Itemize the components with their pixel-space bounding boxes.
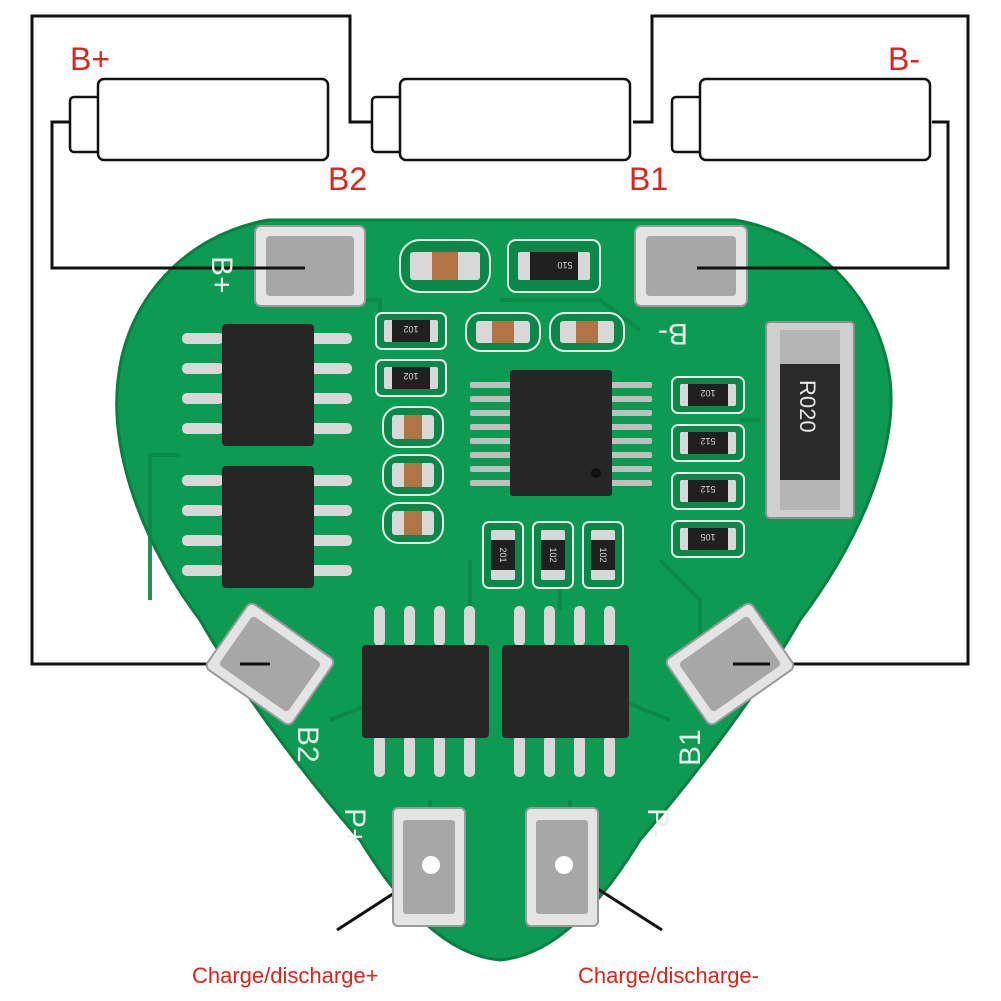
label-b2: B2	[328, 161, 367, 197]
label-b-plus: B+	[70, 41, 110, 77]
wire-b2-left	[30, 14, 372, 666]
pad-b-plus	[254, 225, 366, 307]
wire-b-minus	[697, 120, 950, 270]
battery-right	[670, 77, 932, 162]
pad-b1	[665, 602, 795, 726]
resistor-r9-label: 102	[598, 547, 608, 562]
resistor-r6-label: 105	[700, 532, 715, 542]
resistor-r5-label: 512	[700, 484, 715, 494]
resistor-r1-label: 102	[403, 324, 418, 334]
capacitor-top	[399, 239, 491, 293]
protection-ic	[470, 370, 652, 496]
resistor-r7: 201	[482, 521, 524, 589]
resistor-r4-label: 512	[700, 436, 715, 446]
battery-middle	[370, 77, 632, 162]
resistor-r8: 102	[532, 521, 574, 589]
capacitor-mid-1	[465, 312, 541, 352]
resistor-r5: 512	[671, 472, 745, 510]
pad-p-plus	[392, 807, 466, 927]
resistor-r9: 102	[582, 521, 624, 589]
silk-p-plus: P+	[338, 808, 371, 846]
resistor-r8-label: 102	[548, 547, 558, 562]
capacitor-left-1	[382, 406, 444, 448]
wire-b1	[633, 14, 970, 666]
label-charge-minus: Charge/discharge-	[578, 963, 759, 988]
silk-b2: B2	[291, 726, 324, 763]
silk-b1: B1	[674, 729, 707, 766]
resistor-r1: 102	[375, 312, 447, 350]
pad-b-minus	[634, 225, 748, 307]
label-charge-plus: Charge/discharge+	[192, 963, 379, 988]
resistor-r2-label: 102	[403, 371, 418, 381]
label-b-minus: B-	[888, 41, 920, 77]
capacitor-mid-2	[549, 312, 625, 352]
mosfet-bottom-left	[362, 606, 489, 777]
capacitor-left-3	[382, 502, 444, 544]
resistor-top-label: 510	[557, 260, 572, 270]
silk-b-minus: B-	[658, 317, 688, 350]
mosfet-left-bottom	[182, 466, 352, 588]
pad-p-minus	[525, 807, 599, 927]
capacitor-left-2	[382, 454, 444, 496]
resistor-r6: 105	[671, 520, 745, 558]
wire-ends	[240, 266, 770, 666]
mosfet-bottom-right	[502, 606, 629, 777]
resistor-r7-label: 201	[498, 547, 508, 562]
resistor-r3-label: 102	[700, 388, 715, 398]
resistor-r3: 102	[671, 376, 745, 414]
label-b1: B1	[629, 161, 668, 197]
wire-b-plus	[50, 120, 302, 270]
battery-left	[68, 77, 330, 162]
mosfet-left-top	[182, 324, 352, 446]
resistor-top: 510	[507, 239, 601, 293]
silk-p-minus: P-	[641, 808, 674, 838]
resistor-r2: 102	[375, 359, 447, 397]
shunt-resistor-label: R020	[795, 380, 820, 433]
resistor-r4: 512	[671, 424, 745, 462]
shunt-resistor: R020	[765, 321, 855, 519]
silk-b-plus: B+	[205, 256, 238, 294]
